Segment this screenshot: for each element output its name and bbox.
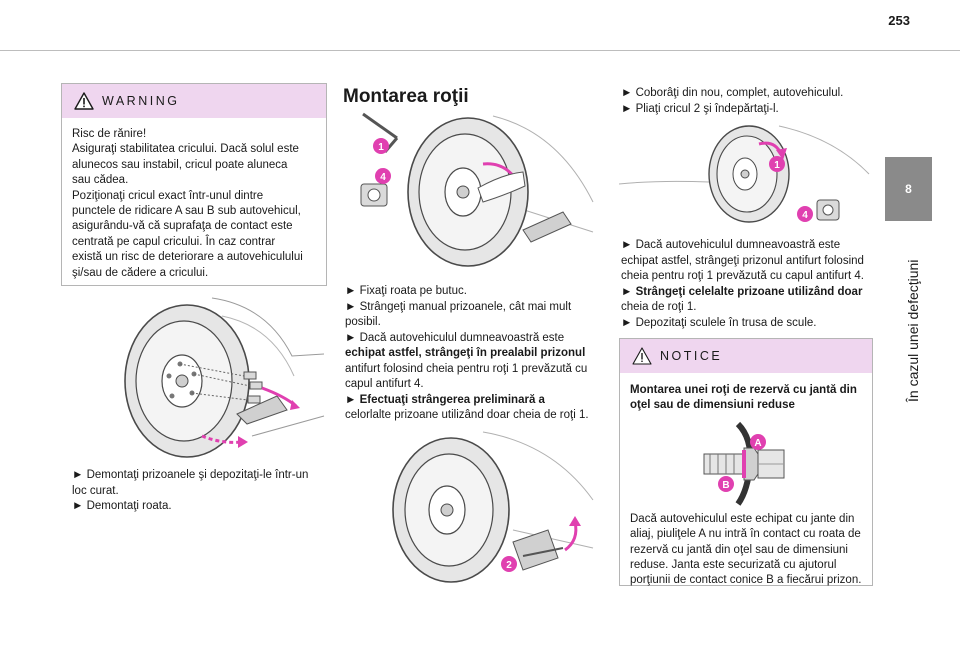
middle-step-line: ► Fixaţi roata pe butuc. xyxy=(345,285,467,297)
warning-line: Poziţionaţi cricul exact într-unul dintr… xyxy=(72,189,264,202)
right-bottom-step-line: cheia de roţi 1. xyxy=(621,301,697,313)
remove-wheel-illustration xyxy=(124,297,325,458)
warning-body: Risc de rănire! Asiguraţi stabilitatea c… xyxy=(62,118,326,289)
notice-body: Montarea unei roţi de rezervă cu jantă d… xyxy=(620,373,872,597)
chapter-tab: 8 xyxy=(885,157,932,221)
right-bottom-step-line: ► Strângeţi celelalte prizoane utilizând… xyxy=(621,285,863,298)
notice-heading-line: oţel sau de dimensiuni reduse xyxy=(630,399,795,412)
warning-line: punctele de ridicare A sau B sub autoveh… xyxy=(72,205,301,218)
right-bottom-step-line: cheia pentru roţi 1 prevăzută cu capul a… xyxy=(621,270,864,282)
lower-vehicle-illustration: 2 xyxy=(392,431,594,583)
middle-step-line: echipat astfel, strângeţi în prealabil p… xyxy=(345,347,586,359)
warning-line: Risc de rănire! xyxy=(72,128,147,140)
middle-step-line: ► Efectuaţi strângerea preliminară a xyxy=(345,393,545,406)
left-step-line: loc curat. xyxy=(72,484,119,497)
left-steps: ► Demontaţi prizoanele şi depozitaţi-le … xyxy=(72,468,328,515)
warning-line: sau cădea. xyxy=(72,174,129,187)
warning-line: centrată pe capul cricului. În caz contr… xyxy=(72,235,276,248)
warning-line: Asiguraţi stabilitatea cricului. Dacă so… xyxy=(72,143,299,156)
bolt-cross-section-illustration: A B xyxy=(703,421,785,506)
right-top-step-line: ► Pliaţi cricul 2 şi îndepărtaţi-l. xyxy=(621,102,779,115)
notice-box: NOTICE Montarea unei roţi de rezervă cu … xyxy=(619,338,873,586)
right-top-step-line: ► Coborâţi din nou, complet, autovehicul… xyxy=(621,87,844,99)
warning-line: există un risc de deteriorare a autovehi… xyxy=(72,251,303,264)
notice-heading-line: Montarea unei roţi de rezervă cu jantă d… xyxy=(630,384,857,396)
notice-line: aliaj, piuliţele A nu intră în contact c… xyxy=(630,528,861,541)
section-heading: Montarea roţii xyxy=(343,86,469,107)
warning-line: şi/sau de cădere a cricului. xyxy=(72,266,209,279)
middle-step-line: ► Strângeţi manual prizoanele, cât mai m… xyxy=(345,300,572,313)
middle-step-line: antifurt folosind cheia pentru roţi 1 pr… xyxy=(345,362,588,375)
tighten-bolts-illustration: 1 4 xyxy=(619,125,870,223)
marker-1-label: 1 xyxy=(378,142,384,153)
middle-step-line: ► Dacă autovehiculul dumneavoastră este xyxy=(345,331,565,344)
notice-line: porţiunii de contact conice B a fiecărui… xyxy=(630,574,862,587)
warning-header: WARNING xyxy=(62,84,326,118)
right-top-steps: ► Coborâţi din nou, complet, autovehicul… xyxy=(621,86,875,117)
header-rule xyxy=(0,50,960,51)
marker-B-label: B xyxy=(722,480,729,491)
right-bottom-step-line: ► Depozitaţi sculele în trusa de scule. xyxy=(621,316,817,329)
marker-4-label: 4 xyxy=(802,210,808,221)
warning-triangle-icon xyxy=(74,92,94,110)
notice-header: NOTICE xyxy=(620,339,872,373)
warning-line: asigurându-vă că suprafaţa de contact es… xyxy=(72,220,293,233)
notice-label: NOTICE xyxy=(660,349,723,363)
marker-1-label: 1 xyxy=(774,160,780,171)
marker-2-label: 2 xyxy=(506,560,512,571)
left-step-line: ► Demontaţi roata. xyxy=(72,500,172,512)
notice-line: reduse. Janta este securizată cu ajutoru… xyxy=(630,559,837,572)
left-step-line: ► Demontaţi prizoanele şi depozitaţi-le … xyxy=(72,469,309,481)
notice-triangle-icon xyxy=(632,347,652,365)
chapter-title: În cazul unei defecţiuni xyxy=(905,259,921,402)
warning-label: WARNING xyxy=(102,94,180,108)
right-bottom-step-line: echipat astfel, strângeţi prizonul antif… xyxy=(621,254,864,267)
notice-line: rezervă cu jantă din oţel sau de dimensi… xyxy=(630,543,848,556)
marker-A-label: A xyxy=(754,438,761,449)
warning-line: alunecos sau instabil, cricul poate alun… xyxy=(72,158,288,171)
right-bottom-step-line: ► Dacă autovehiculul dumneavoastră este xyxy=(621,239,841,251)
notice-line: Dacă autovehiculul este echipat cu jante… xyxy=(630,512,855,525)
warning-box: WARNING Risc de rănire! Asiguraţi stabil… xyxy=(61,83,327,286)
marker-4-label: 4 xyxy=(380,172,386,183)
fit-wheel-illustration: 1 4 xyxy=(360,112,594,267)
middle-step-line: celorlalte prizoane utilizând doar cheia… xyxy=(345,409,589,421)
page-number: 253 xyxy=(888,13,910,28)
middle-step-line: posibil. xyxy=(345,316,381,328)
right-bottom-steps: ► Dacă autovehiculul dumneavoastră este … xyxy=(621,238,875,331)
middle-steps: ► Fixaţi roata pe butuc. ► Strângeţi man… xyxy=(345,284,601,424)
middle-step-line: capul antifurt 4. xyxy=(345,378,424,390)
